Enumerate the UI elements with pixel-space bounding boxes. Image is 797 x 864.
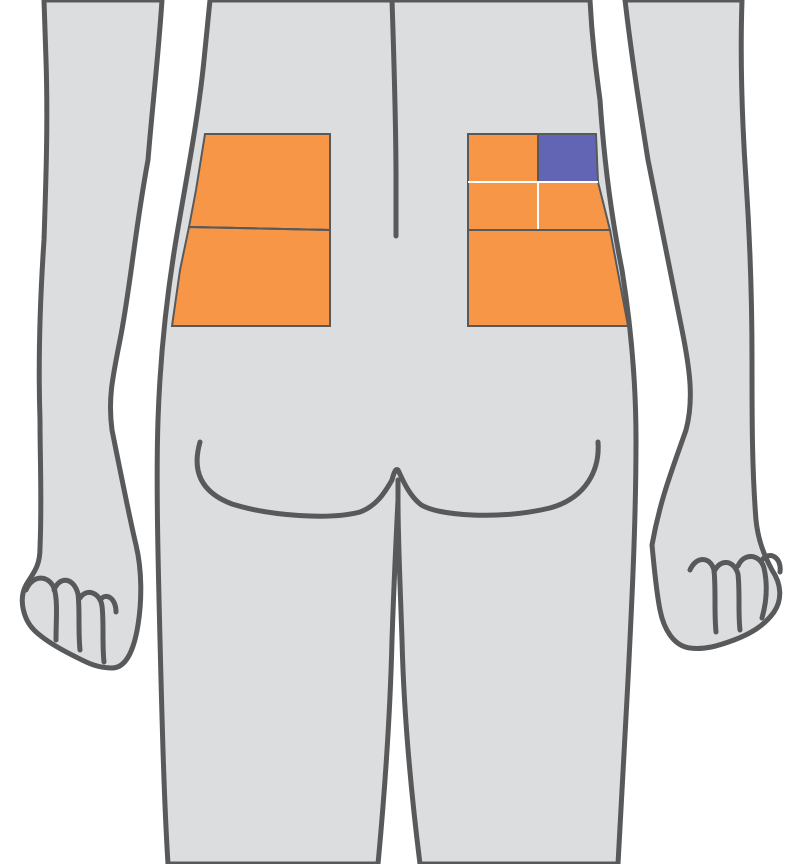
right-hand-fingers: [687, 553, 783, 635]
left-zone-divider: [188, 226, 331, 231]
right-middle-inner-quadrant[interactable]: [467, 181, 539, 231]
left-hand-fingers: [23, 575, 119, 665]
right-lower-back-zone[interactable]: [467, 229, 630, 327]
right-upper-outer-quadrant[interactable]: [537, 133, 600, 183]
spine-line: [389, 0, 399, 239]
right-upper-inner-quadrant[interactable]: [467, 133, 539, 183]
gluteal-fold: [194, 439, 601, 519]
right-arm: [622, 0, 783, 651]
left-arm: [19, 0, 165, 671]
left-lower-back-zone[interactable]: [170, 225, 331, 327]
right-middle-outer-quadrant[interactable]: [537, 181, 612, 231]
left-upper-back-zone[interactable]: [187, 133, 331, 232]
